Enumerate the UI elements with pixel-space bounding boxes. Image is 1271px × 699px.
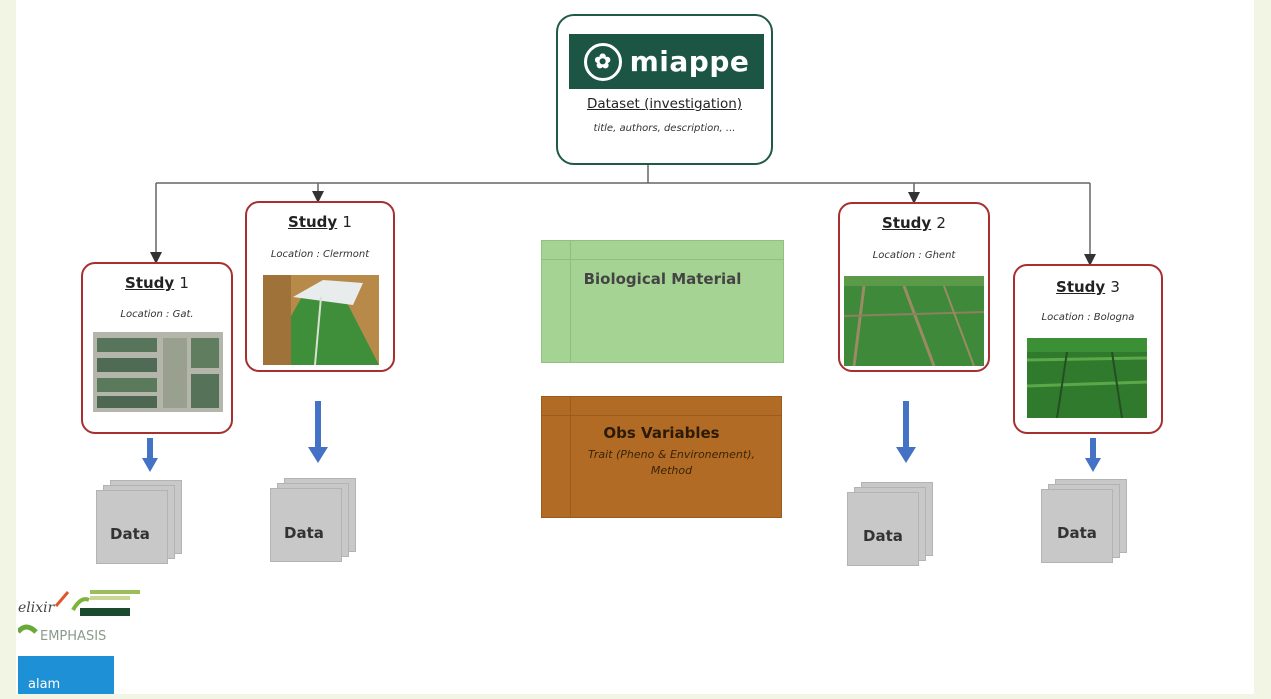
partner-logos: elixir EMPHASIS alam [16,588,143,694]
data-stack: Data [270,478,360,570]
elixir-logo: elixir [18,600,56,616]
logo-text: miappe [629,45,750,78]
leaf-icon: ✿ [583,42,622,81]
field-plots-photo [844,276,984,366]
biological-material-label: Biological Material [583,270,742,288]
dataset-title: Dataset (investigation) [586,96,743,112]
down-arrow-icon [142,438,158,472]
alam-logo: alam [28,677,60,692]
data-stack: Data [1041,479,1131,571]
data-stack: Data [96,480,186,572]
obs-variables-subtitle: Trait (Pheno & Environement), Method [588,448,755,477]
study-location: Location : Clermont [270,249,370,260]
study-box-ghent: Study 2 Location : Ghent [838,202,990,372]
data-label: Data [1057,524,1097,542]
data-label: Data [863,527,903,545]
down-arrow-icon [896,401,916,463]
field-photo [93,332,223,412]
study-location: Location : Ghent [872,250,956,261]
study-box-clermont: Study 1 Location : Clermont [245,201,395,372]
study-title: Study 1 [288,213,352,231]
data-label: Data [110,525,150,543]
down-arrow-icon [1085,438,1101,472]
miappe-logo: ✿ miappe [569,34,764,89]
study-location: Location : Gat. [120,309,194,320]
emphasis-logo: EMPHASIS [40,629,106,644]
biological-material-box: Biological Material [541,240,784,363]
dataset-box: ✿ miappe Dataset (investigation) title, … [556,14,773,165]
greenhouse-photo [263,275,379,365]
study-location: Location : Bologna [1041,312,1135,323]
study-box-gat: Study 1 Location : Gat. [81,262,233,434]
data-stack: Data [847,482,937,574]
obs-variables-box: Obs Variables Trait (Pheno & Environemen… [541,396,782,518]
study-title: Study 3 [1056,278,1120,296]
obs-variables-title: Obs Variables [603,424,720,442]
crop-field-photo [1027,338,1147,418]
study-box-bologna: Study 3 Location : Bologna [1013,264,1163,434]
connector-lines [150,165,1096,266]
slide: ✿ miappe Dataset (investigation) title, … [16,0,1254,694]
data-label: Data [284,524,324,542]
study-title: Study 2 [882,214,946,232]
down-arrow-icon [308,401,328,463]
dataset-subtitle: title, authors, description, ... [593,123,736,134]
study-title: Study 1 [125,274,189,292]
